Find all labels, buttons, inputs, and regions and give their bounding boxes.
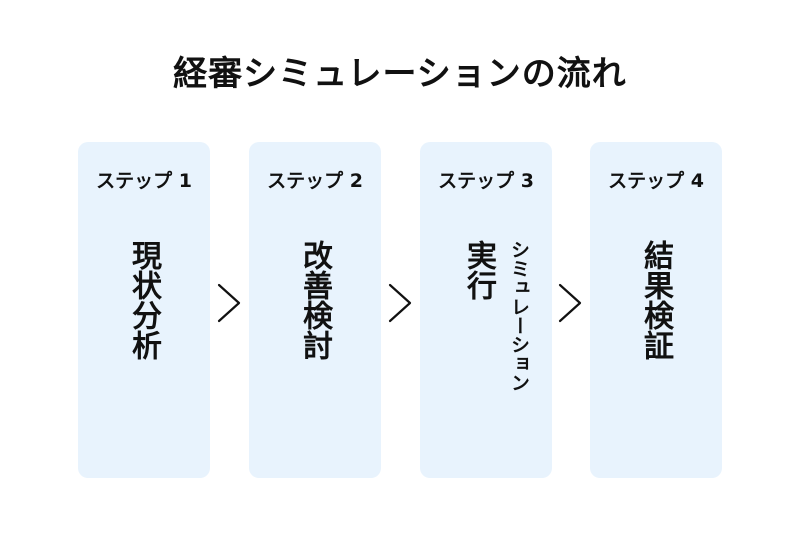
step-name: 現状分析: [126, 240, 161, 360]
step-name: 結果検証: [638, 240, 673, 360]
step-label: ステップ 3: [438, 170, 534, 192]
step-label: ステップ 1: [96, 170, 192, 192]
chevron-right-icon: [558, 283, 582, 323]
diagram-title: 経審シミュレーションの流れ: [173, 54, 627, 94]
step-label: ステップ 4: [608, 170, 704, 192]
step-card-2: ステップ 2 改善検討: [249, 142, 381, 478]
step-card-4: ステップ 4 結果検証: [590, 142, 722, 478]
step-name: 改善検討: [297, 240, 332, 360]
step-subtitle: シミュレーション: [508, 240, 530, 392]
step-name: 実行: [461, 240, 496, 300]
step-label: ステップ 2: [267, 170, 363, 192]
chevron-right-icon: [388, 283, 412, 323]
step-card-3: ステップ 3 実行 シミュレーション: [420, 142, 552, 478]
chevron-right-icon: [217, 283, 241, 323]
step-card-1: ステップ 1 現状分析: [78, 142, 210, 478]
